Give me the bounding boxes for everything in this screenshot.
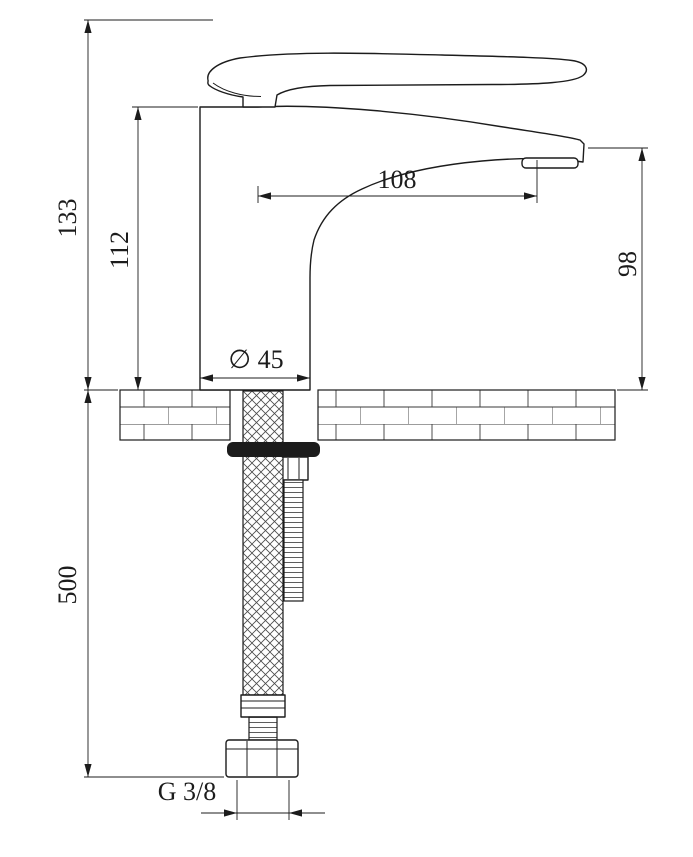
dim-total-height: 133 bbox=[53, 19, 213, 391]
dim-body-height: 112 bbox=[105, 106, 198, 390]
connector-nut bbox=[225, 739, 299, 778]
countertop-left bbox=[119, 389, 231, 441]
mounting-gasket bbox=[227, 442, 320, 457]
corrugated-hose bbox=[278, 456, 309, 602]
dim-thread-size-label: G 3/8 bbox=[158, 777, 217, 806]
braided-hose bbox=[242, 390, 284, 696]
dim-thread-size: G 3/8 bbox=[158, 777, 325, 820]
dim-total-height-label: 133 bbox=[53, 199, 82, 238]
countertop bbox=[119, 389, 616, 441]
dim-base-diameter-label: ∅ 45 bbox=[228, 345, 283, 374]
dim-spout-height-label: 98 bbox=[613, 251, 642, 277]
countertop-right bbox=[317, 389, 616, 441]
dim-spout-height: 98 bbox=[588, 147, 648, 391]
dim-base-diameter: ∅ 45 bbox=[200, 345, 310, 382]
faucet-body-spout bbox=[199, 105, 585, 391]
dim-spout-reach-label: 108 bbox=[378, 165, 417, 194]
aerator bbox=[521, 157, 579, 169]
handle-front-detail bbox=[212, 82, 262, 97]
dim-hose-length: 500 bbox=[53, 390, 224, 778]
hose-thread bbox=[248, 716, 278, 741]
dim-spout-reach: 108 bbox=[257, 160, 538, 203]
hose-collar bbox=[240, 694, 286, 718]
faucet-handle bbox=[207, 52, 587, 108]
dim-body-height-label: 112 bbox=[105, 231, 134, 269]
hose-end-fitting bbox=[225, 694, 299, 778]
dim-hose-length-label: 500 bbox=[53, 566, 82, 605]
